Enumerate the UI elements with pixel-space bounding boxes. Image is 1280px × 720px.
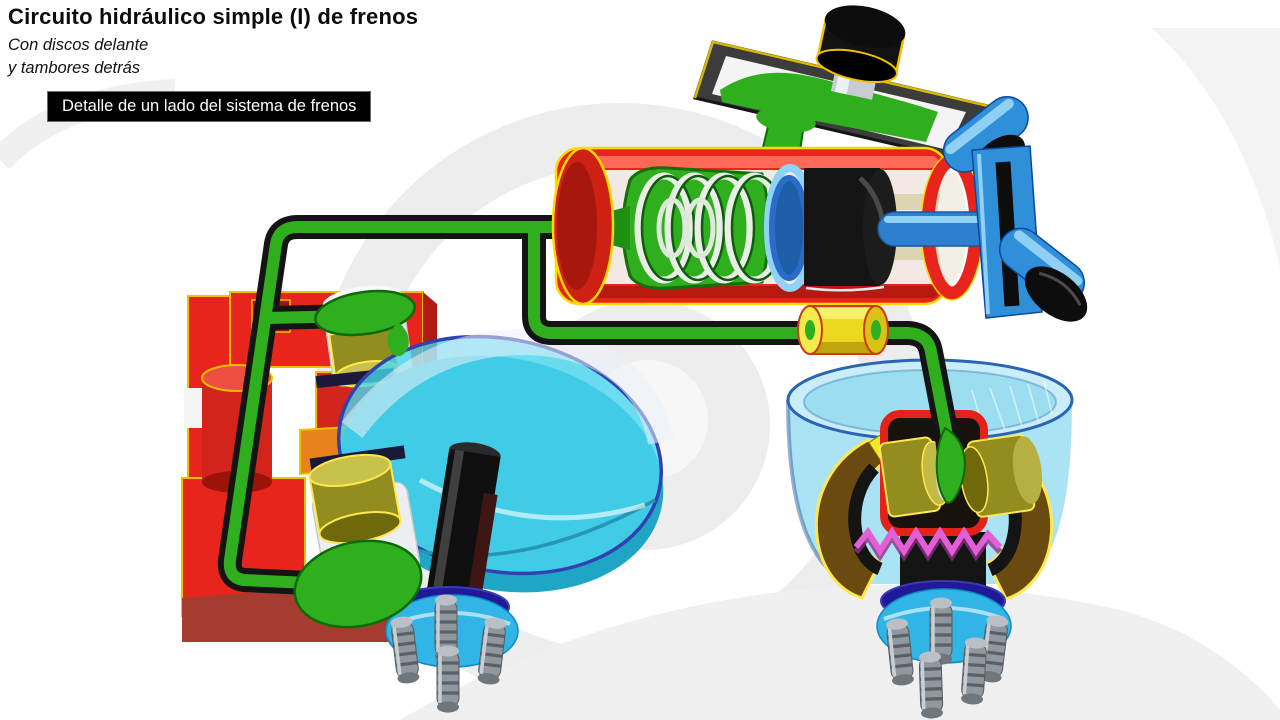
union-shadow — [812, 342, 874, 353]
cylinder-end-cap — [551, 146, 615, 306]
piston-glow — [805, 285, 885, 292]
master-cylinder-assembly — [554, 5, 1001, 306]
reservoir-cap — [815, 5, 906, 100]
page-subtitle-line2: y tambores detrás — [8, 59, 141, 77]
reservoir-frame-edge — [693, 40, 989, 108]
pedal-pad-highlight — [1038, 271, 1082, 306]
front-brake-line — [223, 221, 606, 590]
return-spring — [853, 526, 1003, 557]
lower-piston-fluid — [293, 539, 423, 629]
reservoir-stem-funnel — [756, 107, 816, 133]
tube-union — [797, 305, 889, 355]
watermark-swoosh-right — [1152, 28, 1280, 268]
wheel-cylinder-fluid — [935, 426, 966, 504]
cap-bottom-rim — [815, 48, 898, 83]
fluid-reservoir — [693, 40, 991, 166]
brake-lines — [217, 215, 962, 596]
drum-brake-assembly — [786, 358, 1074, 720]
reservoir-fluid — [720, 72, 938, 142]
pedal-lever-highlight — [977, 153, 990, 315]
caption-box: Detalle de un lado del sistema de frenos — [47, 91, 372, 122]
wheel-hub-rear — [876, 580, 1012, 720]
cylinder-shell-highlight — [566, 156, 938, 168]
wheel-hub-front — [385, 586, 519, 715]
disc-glass-band — [341, 328, 674, 445]
cylinder-body — [554, 146, 1001, 306]
union-right-port — [871, 320, 881, 340]
page-subtitle-line1: Con discos delante — [8, 36, 149, 54]
upper-piston-fluid — [314, 289, 416, 337]
page-title: Circuito hidráulico simple (I) de frenos — [8, 4, 419, 29]
upper-fluid-drip — [387, 322, 409, 357]
lower-piston-top-rim — [308, 453, 392, 487]
axle-shadow — [464, 492, 498, 614]
front-axle — [424, 442, 501, 614]
wheel-stud — [917, 649, 945, 720]
wheel-stud — [435, 643, 461, 715]
pedal-top-arm-highlight — [945, 98, 1014, 155]
pedal-pad — [1024, 266, 1088, 322]
brake-shoe-left-web — [848, 463, 883, 576]
pedal-bottom-arm-highlight — [1014, 230, 1083, 286]
rear-brake-line — [528, 221, 956, 468]
union-highlight — [812, 308, 874, 319]
watermark-swoosh-bottom — [400, 584, 1280, 720]
end-cap-face — [557, 162, 597, 290]
axle-highlight — [430, 449, 465, 608]
drum-hatch — [971, 380, 1053, 433]
pedal-pushrod — [877, 211, 1001, 247]
cylinder-spring — [634, 172, 786, 284]
brake-pedal — [942, 96, 1088, 322]
union-left-port — [805, 320, 815, 340]
fluid-blobs — [293, 289, 966, 629]
wheel-cylinder-piston-right-back — [1012, 436, 1043, 504]
cap-top — [824, 5, 906, 49]
cylinder-piston — [804, 168, 897, 292]
